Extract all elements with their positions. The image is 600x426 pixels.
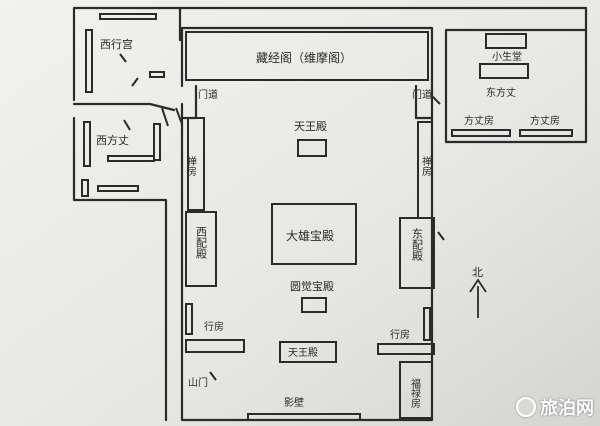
- ying-bi-wall: [247, 413, 361, 421]
- tianwang-dian-building: [297, 139, 327, 157]
- xing-fang-left-bar: [185, 339, 245, 353]
- north-arrow: [469, 278, 487, 318]
- label-chan-fang-left: 禅房: [185, 155, 197, 177]
- fu-lu-fang-building: [399, 361, 433, 419]
- xixing-gong-block: [85, 29, 93, 93]
- xiao-shengtang-bottom: [479, 63, 529, 79]
- west-compound-divider: [72, 102, 176, 112]
- xiao-shengtang-top: [485, 33, 527, 49]
- label-xi-fangzhang: 西方丈: [96, 133, 129, 147]
- label-tianwang-dian-2: 天王殿: [288, 347, 318, 359]
- label-daxiong-baodian: 大雄宝殿: [286, 228, 334, 243]
- xixing-gong-bar-bottom: [149, 71, 165, 78]
- west-compound-gate-mark: [119, 53, 139, 131]
- label-dian-men: 山门: [188, 376, 208, 389]
- label-chan-fang-right: 禅房: [420, 155, 432, 177]
- label-dong-pei-dian: 东配殿: [411, 228, 424, 262]
- label-fang-ting-2: 方丈房: [530, 114, 560, 127]
- xing-fang-left-col: [185, 303, 193, 335]
- label-north: 北: [472, 266, 483, 279]
- label-dong-fangzhang: 东方丈: [486, 86, 516, 99]
- east-compound-outline: [444, 28, 588, 144]
- label-men-right: 门道: [412, 88, 432, 101]
- xi-fangzhang-bar-low: [97, 185, 139, 192]
- cangjing-ge-building: [185, 31, 429, 81]
- south-gate-mark: [209, 371, 217, 381]
- xixing-gong-bar-top: [99, 13, 157, 20]
- fang-ting-1-building: [451, 129, 511, 137]
- tianwang-dian-2-building: [279, 341, 337, 363]
- label-xi-pei-dian: 西配殿: [195, 226, 208, 260]
- yuanjue-baodian-building: [301, 297, 327, 313]
- main-courtyard-wall: [180, 26, 434, 422]
- dong-pei-dian-building: [399, 217, 435, 289]
- xi-pei-dian-building: [185, 211, 217, 287]
- west-gate-mark: [161, 107, 183, 127]
- label-xixing-gong: 西行宫: [100, 37, 133, 51]
- xi-fangzhang-col-low: [81, 179, 89, 197]
- label-xiao-shengtang: 小生堂: [492, 50, 522, 63]
- west-compound-outline: [72, 6, 182, 422]
- watermark-text: 旅泊网: [540, 398, 594, 419]
- label-fu-lu-fang: 福禄房: [409, 377, 421, 409]
- label-tianwang-dian: 天王殿: [294, 120, 327, 133]
- xing-fang-right-bar: [377, 343, 435, 355]
- fang-ting-2-building: [519, 129, 573, 137]
- label-yuanjue-baodian: 圆觉宝殿: [290, 279, 334, 293]
- label-xing-fang-right: 行房: [390, 328, 410, 341]
- watermark: 旅泊网: [516, 394, 594, 420]
- label-xing-fang-left: 行房: [204, 320, 224, 333]
- label-cangjing-ge: 藏经阁（维摩阁）: [256, 50, 352, 65]
- watermark-logo-icon: [516, 397, 536, 417]
- xi-fangzhang-col-right: [153, 123, 161, 161]
- label-fang-ting-1: 方丈房: [464, 114, 494, 127]
- chan-fang-left-building: [187, 117, 205, 211]
- east-gate-mark: [431, 95, 445, 241]
- daxiong-baodian-building: [271, 203, 357, 265]
- xing-fang-right-col: [423, 307, 431, 341]
- xi-fangzhang-col-left: [83, 121, 91, 167]
- label-ying-bi: 影壁: [284, 396, 304, 409]
- label-men-left: 门道: [198, 88, 218, 101]
- top-long-wall: [178, 6, 588, 32]
